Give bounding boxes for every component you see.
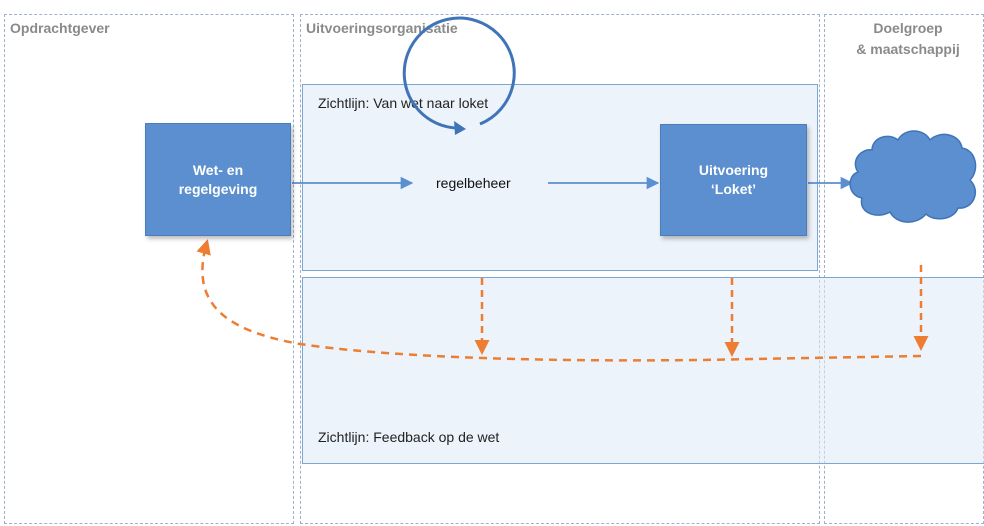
node-uitvoering-loket: Uitvoering ‘Loket’ <box>660 124 807 236</box>
column-label-doelgroep: Doelgroep & maatschappij <box>832 18 984 60</box>
node-regelbeheer-label: regelbeheer <box>436 175 511 191</box>
node-wet-line2: regelgeving <box>178 180 258 197</box>
column-label-opdrachtgever: Opdrachtgever <box>10 20 110 36</box>
column-label-doelgroep-line1: Doelgroep <box>873 20 943 36</box>
node-uitvoering-line1: Uitvoering <box>698 162 769 178</box>
column-label-uitvoeringsorganisatie: Uitvoeringsorganisatie <box>306 20 458 36</box>
cycle-arrowhead <box>454 121 466 135</box>
column-opdrachtgever <box>4 14 294 524</box>
column-label-doelgroep-line2: & maatschappij <box>856 41 960 57</box>
node-wet-en-regelgeving: Wet- en regelgeving <box>145 123 291 236</box>
band-label-top: Zichtlijn: Van wet naar loket <box>318 95 489 111</box>
feedback-curve-to-wet <box>196 239 922 362</box>
node-wet-line1: Wet- en <box>192 161 244 178</box>
band-feedback-op-de-wet <box>302 277 984 464</box>
regelbeheer-cycle-ring <box>402 16 516 130</box>
column-uitvoeringsorganisatie <box>300 14 820 524</box>
node-uitvoering-line2: ‘Loket’ <box>710 181 757 197</box>
band-label-bottom: Zichtlijn: Feedback op de wet <box>318 429 500 445</box>
doelgroep-cloud <box>849 130 977 223</box>
